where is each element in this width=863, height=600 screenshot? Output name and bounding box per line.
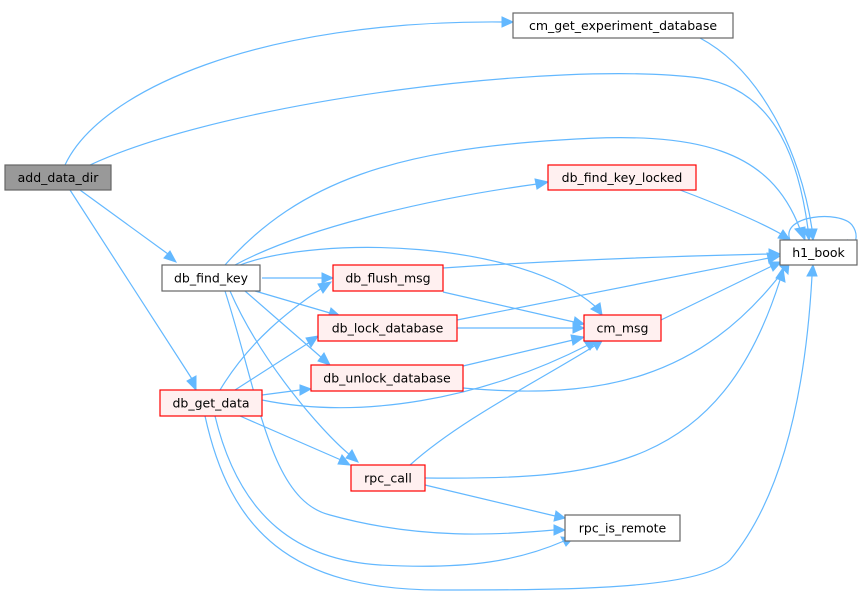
node-db-lock-database[interactable]: db_lock_database — [317, 314, 458, 342]
node-h1-book[interactable]: h1_book — [779, 239, 858, 266]
arrowhead-icon — [553, 524, 567, 536]
edges-layer — [64, 16, 858, 591]
node-box — [779, 239, 858, 266]
arrowhead-icon — [806, 263, 818, 277]
call-edge — [409, 344, 597, 466]
nodes-layer: add_data_dir cm_get_experiment_databasedb… — [4, 12, 858, 542]
node-rpc-call[interactable]: rpc_call — [350, 464, 426, 492]
call-edge — [424, 484, 556, 517]
call-edge — [234, 341, 311, 391]
node-box — [547, 164, 697, 191]
node-box — [317, 314, 458, 342]
call-edge — [462, 339, 574, 367]
node-label: add_data_dir — [18, 170, 100, 185]
call-edge — [234, 183, 538, 266]
arrowhead-icon — [777, 229, 792, 241]
arrowhead-icon — [572, 322, 586, 334]
node-box — [159, 389, 263, 417]
node-label: db_lock_database — [332, 321, 444, 336]
node-box — [161, 264, 261, 292]
call-edge — [224, 137, 801, 266]
node-db-find-key[interactable]: db_find_key — [161, 264, 261, 292]
call-edge — [224, 290, 555, 535]
node-label: db_unlock_database — [323, 371, 451, 386]
call-edge — [239, 246, 597, 308]
call-edge — [64, 21, 503, 166]
arrowhead-icon — [305, 335, 320, 348]
arrowhead-icon — [337, 454, 352, 466]
node-db-flush-msg[interactable]: db_flush_msg — [332, 264, 444, 292]
call-edge — [442, 291, 575, 323]
call-edge — [69, 189, 193, 380]
call-edge — [699, 37, 813, 230]
arrowhead-icon — [768, 261, 783, 272]
node-db-find-key-locked[interactable]: db_find_key_locked — [547, 164, 697, 191]
arrowhead-icon — [317, 281, 333, 294]
arrowhead-icon — [794, 226, 806, 242]
node-label: db_get_data — [172, 396, 249, 411]
node-box — [4, 164, 112, 191]
node-label: h1_book — [792, 245, 845, 260]
arrowhead-icon — [299, 384, 313, 396]
node-db-get-data[interactable]: db_get_data — [159, 389, 263, 417]
node-cm-msg[interactable]: cm_msg — [583, 314, 662, 342]
arrowhead-icon — [766, 252, 782, 264]
arrowhead-icon — [775, 266, 786, 283]
call-edge — [229, 290, 351, 456]
node-label: rpc_is_remote — [579, 521, 667, 536]
node-label: db_find_key — [174, 271, 249, 286]
call-edge — [679, 189, 782, 235]
node-label: cm_msg — [597, 321, 649, 336]
arrowhead-icon — [553, 510, 567, 522]
node-label: cm_get_experiment_database — [529, 18, 717, 33]
arrowhead-icon — [570, 334, 586, 346]
node-add-data-dir[interactable]: add_data_dir — [4, 164, 112, 191]
arrowhead-icon — [163, 250, 178, 263]
call-edge — [89, 73, 809, 230]
call-edge — [244, 290, 323, 359]
node-label: db_flush_msg — [345, 271, 430, 286]
arrowhead-icon — [186, 375, 197, 392]
call-edge — [239, 415, 342, 461]
arrowhead-icon — [501, 16, 515, 28]
arrowhead-icon — [321, 272, 335, 284]
arrowhead-icon — [534, 178, 550, 190]
arrowhead-icon — [806, 228, 818, 242]
node-label: db_find_key_locked — [562, 170, 683, 185]
node-box — [310, 364, 464, 392]
call-edge — [424, 279, 781, 479]
call-edge — [214, 415, 565, 567]
call-edge — [79, 189, 169, 255]
node-box — [332, 264, 444, 292]
call-edge — [462, 269, 785, 392]
call-edge — [456, 257, 770, 321]
call-edge — [254, 290, 331, 314]
call-edge — [442, 253, 770, 269]
call-edge — [219, 287, 323, 391]
node-box — [564, 514, 681, 542]
arrowhead-icon — [590, 302, 603, 316]
node-box — [350, 464, 426, 492]
node-box — [512, 12, 734, 39]
node-cm-get-experiment-database[interactable]: cm_get_experiment_database — [512, 12, 734, 39]
node-rpc-is-remote[interactable]: rpc_is_remote — [564, 514, 681, 542]
call-edge — [204, 275, 813, 591]
node-box — [583, 314, 662, 342]
arrowhead-icon — [317, 352, 331, 366]
node-db-unlock-database[interactable]: db_unlock_database — [310, 364, 464, 392]
call-edge — [261, 344, 589, 409]
arrowhead-icon — [345, 449, 359, 463]
call-edge — [261, 389, 301, 396]
call-edge — [660, 265, 773, 321]
node-label: rpc_call — [364, 471, 412, 486]
